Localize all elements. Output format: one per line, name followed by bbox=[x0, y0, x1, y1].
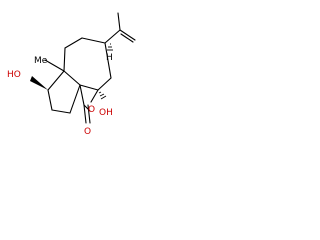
bond-isopropenyl-methyl bbox=[117, 12, 121, 31]
label-methyl-ring: Me bbox=[34, 56, 48, 66]
bond-ring7-b bbox=[64, 37, 83, 49]
label-hydroxyl-left: HO bbox=[7, 70, 21, 80]
molecule-drawing: HO Me H O OH O bbox=[7, 12, 136, 137]
bond-methyl-ring bbox=[44, 59, 65, 72]
structure-canvas: HO Me H O OH O bbox=[0, 0, 150, 150]
bond-carbonyl-2 bbox=[87, 104, 91, 124]
hashed-bond-hydrogen bbox=[107, 43, 113, 51]
bond-lactone-a bbox=[79, 84, 85, 106]
bond-ring5-b bbox=[47, 89, 53, 111]
label-hydrogen: H bbox=[106, 53, 113, 63]
bond-ring7-c bbox=[63, 47, 66, 72]
bond-isopropenyl-double-1 bbox=[119, 29, 136, 41]
bond-ring7-g bbox=[104, 42, 112, 79]
bond-isopropenyl-to-ring bbox=[104, 29, 121, 44]
bond-isopropenyl-double-2 bbox=[120, 33, 134, 43]
bond-ring5-d bbox=[69, 84, 81, 114]
label-ring-oxygen: O bbox=[88, 105, 95, 115]
bond-ring7-d bbox=[63, 70, 81, 86]
bond-ring7-f bbox=[97, 77, 112, 91]
hashed-bond-hydroxyl-right bbox=[98, 91, 107, 100]
bond-ring5-c bbox=[51, 109, 71, 114]
bond-ring7-a bbox=[81, 37, 106, 44]
bond-carbonyl-1 bbox=[83, 104, 87, 124]
label-hydroxyl-right: OH bbox=[99, 108, 113, 118]
bond-ring7-e bbox=[79, 84, 99, 91]
bond-ring5-a bbox=[47, 70, 65, 91]
wedge-bond-hydroxyl-left bbox=[30, 76, 48, 90]
label-carbonyl-oxygen: O bbox=[84, 127, 91, 137]
bond-lactone-c bbox=[90, 89, 99, 103]
